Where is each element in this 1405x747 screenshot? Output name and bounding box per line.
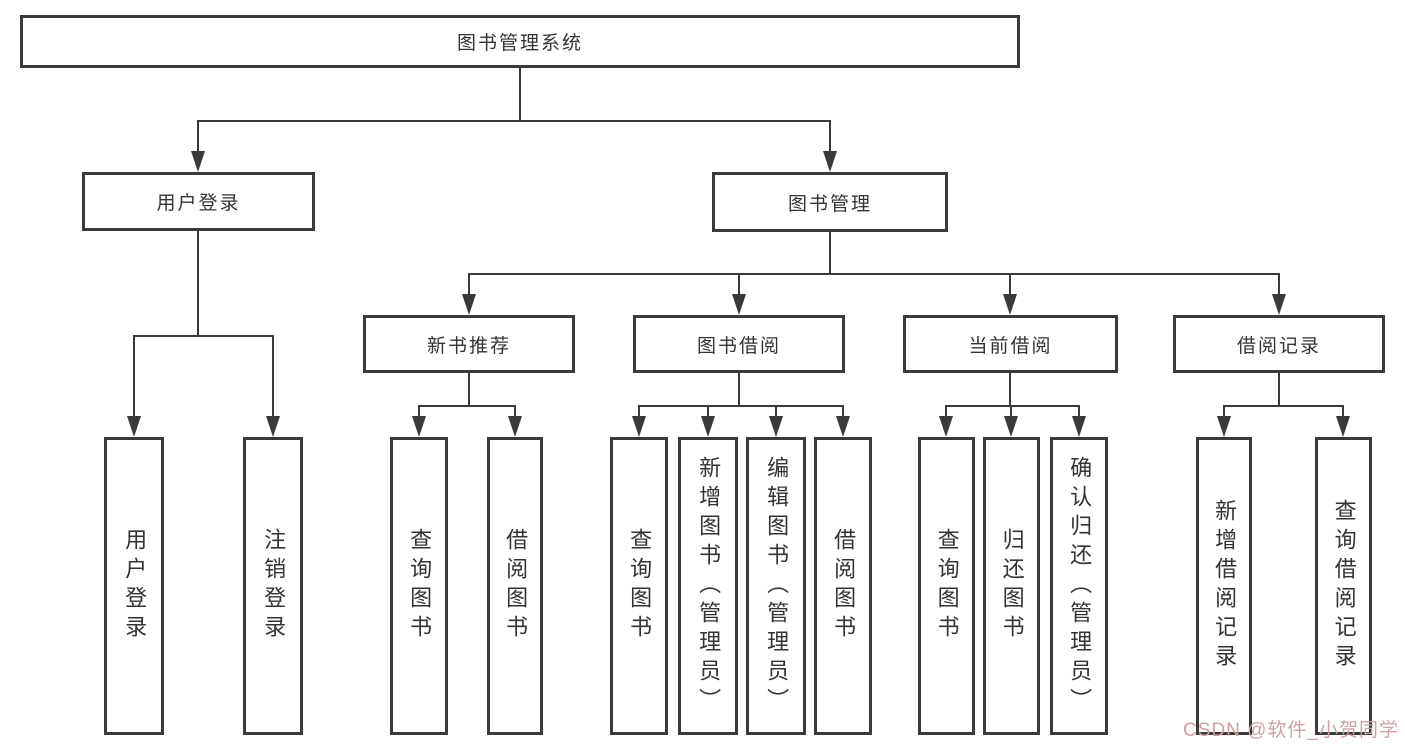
- leaf-br-add-record: 新增借阅记录: [1196, 437, 1252, 735]
- connector-line: [468, 273, 1280, 275]
- connector-line: [829, 120, 831, 156]
- arrow-down-icon: [266, 416, 280, 437]
- leaf-cb-query-books: 查询图书: [918, 437, 975, 735]
- connector-line: [775, 405, 777, 421]
- connector-line: [738, 273, 740, 295]
- arrow-down-icon: [508, 416, 522, 437]
- connector-line: [197, 120, 199, 156]
- arrow-down-icon: [632, 416, 646, 437]
- leaf-label: 注销登录: [261, 528, 287, 644]
- leaf-bb-query-books: 查询图书: [610, 437, 668, 735]
- leaf-label: 查询图书: [407, 528, 433, 644]
- connector-line: [945, 405, 947, 421]
- arrow-down-icon: [1217, 416, 1231, 437]
- leaf-cb-confirm-return-admin: 确认归还（管理员）: [1050, 437, 1108, 735]
- arrow-down-icon: [823, 151, 837, 172]
- arrow-down-icon: [1272, 294, 1286, 315]
- connector-line: [945, 405, 1080, 407]
- node-label: 当前借阅: [968, 335, 1053, 357]
- node-label: 借阅记录: [1236, 335, 1321, 357]
- leaf-nb-query-books: 查询图书: [390, 437, 448, 735]
- leaf-logout: 注销登录: [243, 437, 303, 735]
- connector-line: [133, 335, 274, 337]
- leaf-cb-return-books: 归还图书: [983, 437, 1040, 735]
- leaf-label: 借阅图书: [831, 528, 857, 644]
- connector-line: [468, 273, 470, 295]
- connector-line: [707, 405, 709, 421]
- leaf-nb-borrow-books: 借阅图书: [487, 437, 543, 735]
- leaf-label: 查询借阅记录: [1331, 499, 1357, 673]
- leaf-label: 查询图书: [934, 528, 960, 644]
- leaf-br-query-record: 查询借阅记录: [1315, 437, 1372, 735]
- leaf-bb-add-books-admin: 新增图书（管理员）: [678, 437, 738, 735]
- arrow-down-icon: [1072, 416, 1086, 437]
- connector-line: [1278, 273, 1280, 295]
- leaf-bb-edit-books-admin: 编辑图书（管理员）: [746, 437, 806, 735]
- arrow-down-icon: [1004, 416, 1018, 437]
- connector-line: [638, 405, 844, 407]
- connector-line: [1223, 405, 1225, 421]
- connector-line: [842, 405, 844, 421]
- leaf-label: 归还图书: [999, 528, 1025, 644]
- arrow-down-icon: [769, 416, 783, 437]
- node-book-borrowing: 图书借阅: [633, 315, 845, 373]
- arrow-down-icon: [412, 416, 426, 437]
- node-label: 图书管理: [787, 193, 872, 215]
- arrow-down-icon: [732, 294, 746, 315]
- arrow-down-icon: [836, 416, 850, 437]
- arrow-down-icon: [1336, 416, 1350, 437]
- arrow-down-icon: [191, 151, 205, 172]
- leaf-label: 编辑图书（管理员）: [764, 455, 790, 717]
- node-current-borrowing: 当前借阅: [903, 315, 1118, 373]
- connector-line: [418, 405, 516, 407]
- leaf-bb-borrow-books: 借阅图书: [814, 437, 872, 735]
- connector-line: [1223, 405, 1344, 407]
- connector-line: [272, 335, 274, 417]
- leaf-label: 查询图书: [627, 528, 653, 644]
- connector-line: [1278, 373, 1280, 406]
- connector-line: [1010, 405, 1012, 421]
- arrow-down-icon: [127, 416, 141, 437]
- arrow-down-icon: [1003, 294, 1017, 315]
- leaf-label: 新增借阅记录: [1212, 499, 1238, 673]
- connector-line: [514, 405, 516, 421]
- leaf-label: 借阅图书: [503, 528, 529, 644]
- node-book-management: 图书管理: [712, 172, 948, 232]
- connector-line: [738, 373, 740, 406]
- connector-line: [197, 231, 199, 335]
- arrow-down-icon: [939, 416, 953, 437]
- connector-line: [468, 373, 470, 406]
- connector-line: [1009, 273, 1011, 295]
- node-library-management-system: 图书管理系统: [20, 15, 1020, 68]
- csdn-watermark: CSDN @软件_小贺同学: [1183, 720, 1399, 741]
- connector-line: [133, 335, 135, 417]
- node-label: 用户登录: [156, 193, 241, 214]
- arrow-down-icon: [462, 294, 476, 315]
- connector-line: [1078, 405, 1080, 421]
- node-new-book-recommend: 新书推荐: [363, 315, 575, 373]
- leaf-label: 确认归还（管理员）: [1067, 455, 1093, 717]
- connector-line: [829, 232, 831, 273]
- arrow-down-icon: [701, 416, 715, 437]
- leaf-user-login: 用户登录: [104, 437, 164, 735]
- node-label: 图书借阅: [696, 335, 781, 357]
- connector-line: [197, 120, 831, 122]
- leaf-label: 用户登录: [122, 528, 148, 644]
- node-user-login: 用户登录: [82, 172, 315, 231]
- node-borrowing-records: 借阅记录: [1173, 315, 1385, 373]
- leaf-label: 新增图书（管理员）: [696, 455, 722, 717]
- node-label: 图书管理系统: [456, 33, 583, 54]
- connector-line: [1009, 373, 1011, 406]
- node-label: 新书推荐: [426, 335, 511, 357]
- connector-line: [418, 405, 420, 421]
- connector-line: [519, 68, 521, 120]
- connector-line: [638, 405, 640, 421]
- connector-line: [1342, 405, 1344, 421]
